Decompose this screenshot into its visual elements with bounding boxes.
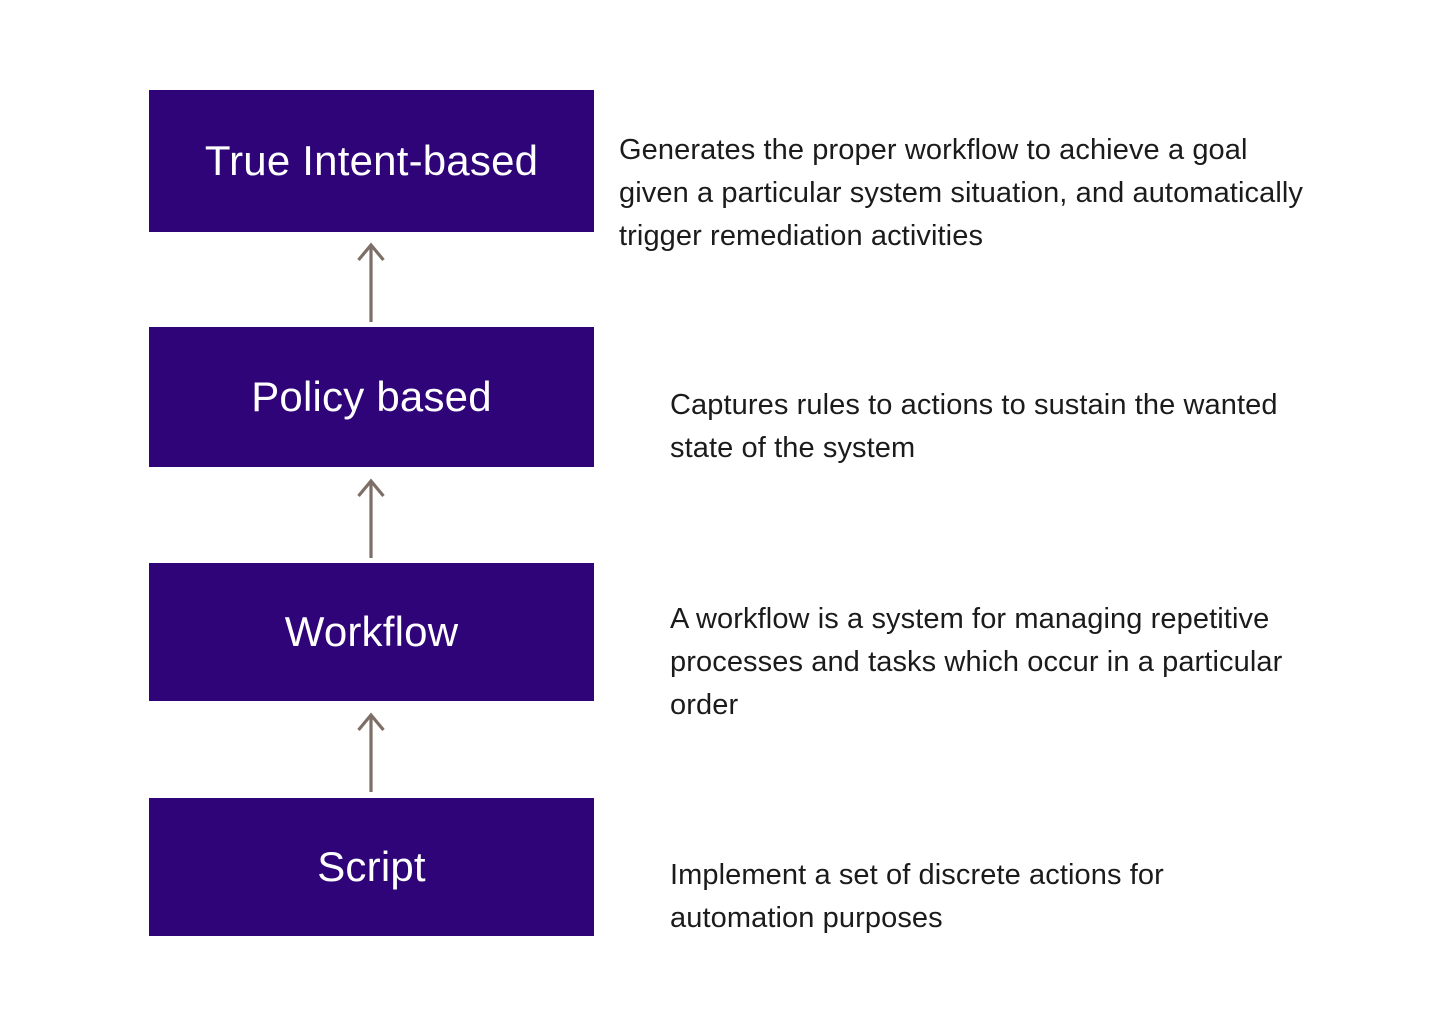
level-description-true-intent-based: Generates the proper workflow to achieve… — [619, 134, 1304, 252]
level-description-policy-based: Captures rules to actions to sustain the… — [670, 389, 1278, 464]
level-description-workflow: A workflow is a system for managing repe… — [670, 603, 1283, 721]
level-label-policy-based: Policy based — [251, 372, 492, 420]
level-label-true-intent-based: True Intent-based — [204, 136, 539, 184]
arrow-workflow-to-policy-icon — [352, 474, 390, 558]
level-description-script: Implement a set of discrete actions for … — [670, 859, 1164, 934]
level-label-script: Script — [317, 842, 426, 890]
level-box-true-intent-based[interactable]: True Intent-based — [149, 90, 594, 232]
level-box-policy-based[interactable]: Policy based — [149, 327, 594, 467]
arrow-script-to-workflow-icon — [352, 708, 390, 792]
level-box-script[interactable]: Script — [149, 798, 594, 936]
level-box-workflow[interactable]: Workflow — [149, 563, 594, 701]
level-label-workflow: Workflow — [284, 607, 459, 655]
arrow-policy-to-intent-icon — [352, 238, 390, 322]
